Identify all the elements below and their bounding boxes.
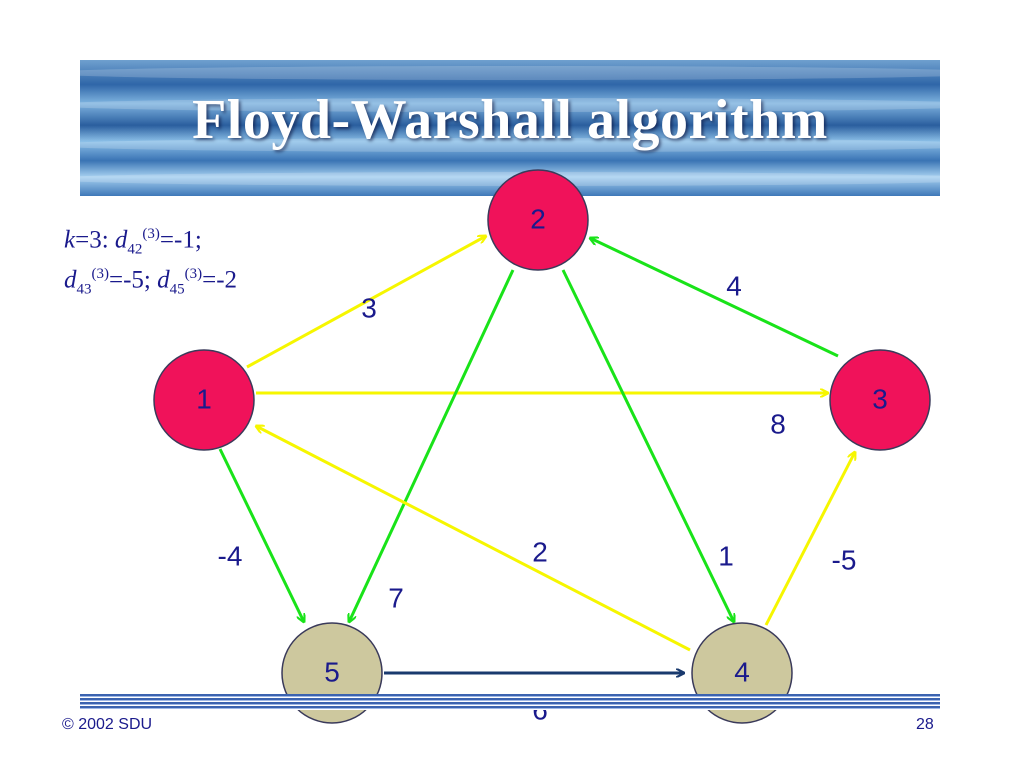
note-sub: 42 <box>127 241 143 258</box>
note-d: d <box>157 266 170 294</box>
node-1: 1 <box>153 349 255 451</box>
edge-weight-1-to-2: 3 <box>361 292 377 323</box>
footer-bar <box>80 694 940 710</box>
footer-copyright: © 2002 SDU <box>62 716 153 733</box>
node-3: 3 <box>829 349 931 451</box>
node-label: 5 <box>324 656 340 687</box>
node-label: 3 <box>872 383 888 414</box>
note-sup: (3) <box>142 226 160 242</box>
edge-weight-1-to-5: -4 <box>218 540 243 571</box>
note-value: =-2 <box>202 266 238 294</box>
edge-weight-2-to-5: 7 <box>388 582 404 613</box>
node-circle <box>487 169 589 271</box>
node-circle <box>829 349 931 451</box>
edge-3-to-2 <box>590 238 839 358</box>
edge-2-to-4 <box>561 269 734 622</box>
edge-weight-4-to-1: 2 <box>532 536 548 567</box>
title-banner: Floyd-Warshall algorithm <box>80 60 940 196</box>
note-sub: 45 <box>169 281 185 298</box>
note-k: k <box>64 226 76 254</box>
node-2: 2 <box>487 169 589 271</box>
banner-wave <box>80 98 940 112</box>
banner-wave <box>80 66 940 80</box>
note-value: =-1; <box>159 226 202 254</box>
edge-1-to-2 <box>246 236 486 369</box>
note-d: d <box>114 226 128 254</box>
node-label: 2 <box>530 203 546 234</box>
node-label: 4 <box>734 656 750 687</box>
edge-1-to-5 <box>218 448 304 622</box>
note-line-2: d43(3)=-5; d45(3)=-2 <box>64 266 237 298</box>
edge-weight-2-to-4: 1 <box>718 540 734 571</box>
node-circle <box>153 349 255 451</box>
slide-title: Floyd-Warshall algorithm <box>192 89 828 151</box>
note-sup: (3) <box>184 266 203 282</box>
note-sup: (3) <box>91 266 110 282</box>
banner-wave <box>80 138 940 152</box>
note-line-1: k=3: d42(3)=-1; <box>64 226 202 258</box>
note-d: d <box>64 266 77 294</box>
note-value: =-5; <box>109 266 158 294</box>
page-number: 28 <box>916 716 934 733</box>
node-label: 1 <box>196 383 212 414</box>
note-sub: 43 <box>76 281 92 298</box>
note-k-value: =3: <box>75 226 115 254</box>
edge-weight-3-to-2: 4 <box>726 270 742 301</box>
edge-weight-4-to-3: -5 <box>832 544 857 575</box>
edge-4-to-3 <box>764 452 855 626</box>
edge-4-to-1 <box>256 426 691 652</box>
edge-2-to-5 <box>349 269 515 622</box>
edge-weight-1-to-3: 8 <box>770 408 786 439</box>
